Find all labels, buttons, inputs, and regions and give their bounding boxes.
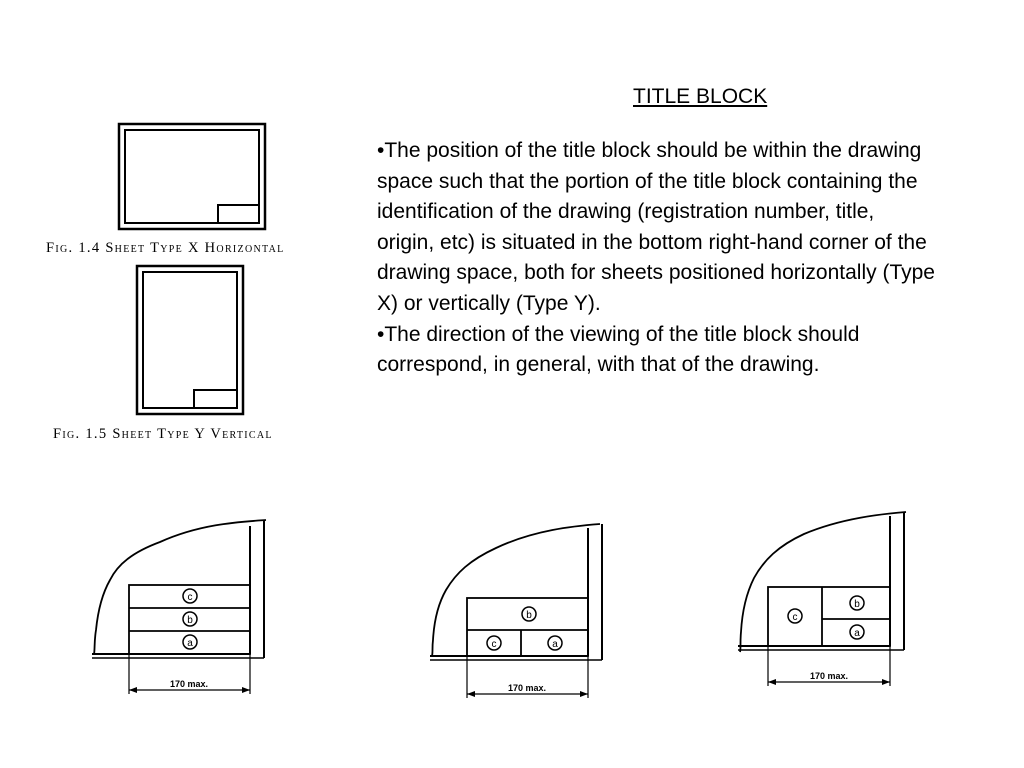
zone-c: c (182, 588, 198, 604)
torn-sheet-edge (739, 511, 907, 653)
paragraph-viewing-direction: •The direction of the viewing of the tit… (377, 322, 860, 377)
sheet-type-x-figure (117, 122, 267, 231)
fig15-caption: Fig. 1.5 Sheet Type Y Vertical (53, 426, 273, 442)
svg-text:c: c (793, 612, 798, 623)
slide-title: TITLE BLOCK (633, 85, 768, 108)
sheet-inner-border (142, 271, 238, 409)
title-block-box (217, 204, 260, 224)
svg-text:c: c (492, 639, 497, 650)
sheet-outer-border (135, 264, 245, 416)
dimension-arrow (882, 679, 890, 685)
svg-text:a: a (187, 638, 193, 649)
dimension-label: 170 max. (810, 671, 848, 681)
svg-text:b: b (854, 599, 860, 610)
title-block-outline (128, 584, 251, 655)
title-block-box (193, 389, 238, 409)
zone-b: b (182, 611, 198, 627)
title-block-arrangement-split-left: c b a 170 max. (738, 511, 907, 686)
sheet-outer-border (117, 122, 267, 231)
torn-sheet-edge (93, 519, 267, 655)
dimension-arrow (768, 679, 776, 685)
svg-text:b: b (526, 610, 532, 621)
svg-text:c: c (188, 592, 193, 603)
fig14-caption: Fig. 1.4 Sheet Type X Horizontal (46, 240, 285, 256)
title-block-arrangement-stacked: c b a 170 max. (92, 519, 267, 694)
title-block-arrangement-split-bottom: b c a 170 max. (430, 523, 603, 698)
sheet-inner-border (124, 129, 260, 224)
paragraph-title-block-position: •The position of the title block should … (377, 139, 935, 315)
zone-a: a (849, 624, 865, 640)
sheet-type-y-figure (135, 264, 245, 416)
dimension-label: 170 max. (170, 679, 208, 689)
dimension-arrow (580, 691, 588, 697)
zone-c: c (486, 635, 502, 651)
dimension-arrow (242, 687, 250, 693)
svg-text:b: b (187, 615, 193, 626)
dimension-arrow (467, 691, 475, 697)
svg-text:a: a (854, 628, 860, 639)
zone-c: c (787, 608, 803, 624)
torn-sheet-edge (431, 523, 601, 657)
dimension-label: 170 max. (508, 683, 546, 693)
zone-a: a (547, 635, 563, 651)
title-block-outline (767, 586, 891, 647)
zone-a: a (182, 634, 198, 650)
dimension-arrow (129, 687, 137, 693)
svg-text:a: a (552, 639, 558, 650)
zone-b: b (849, 595, 865, 611)
zone-b: b (521, 606, 537, 622)
title-block-outline (466, 597, 589, 657)
body-text: •The position of the title block should … (377, 136, 937, 381)
